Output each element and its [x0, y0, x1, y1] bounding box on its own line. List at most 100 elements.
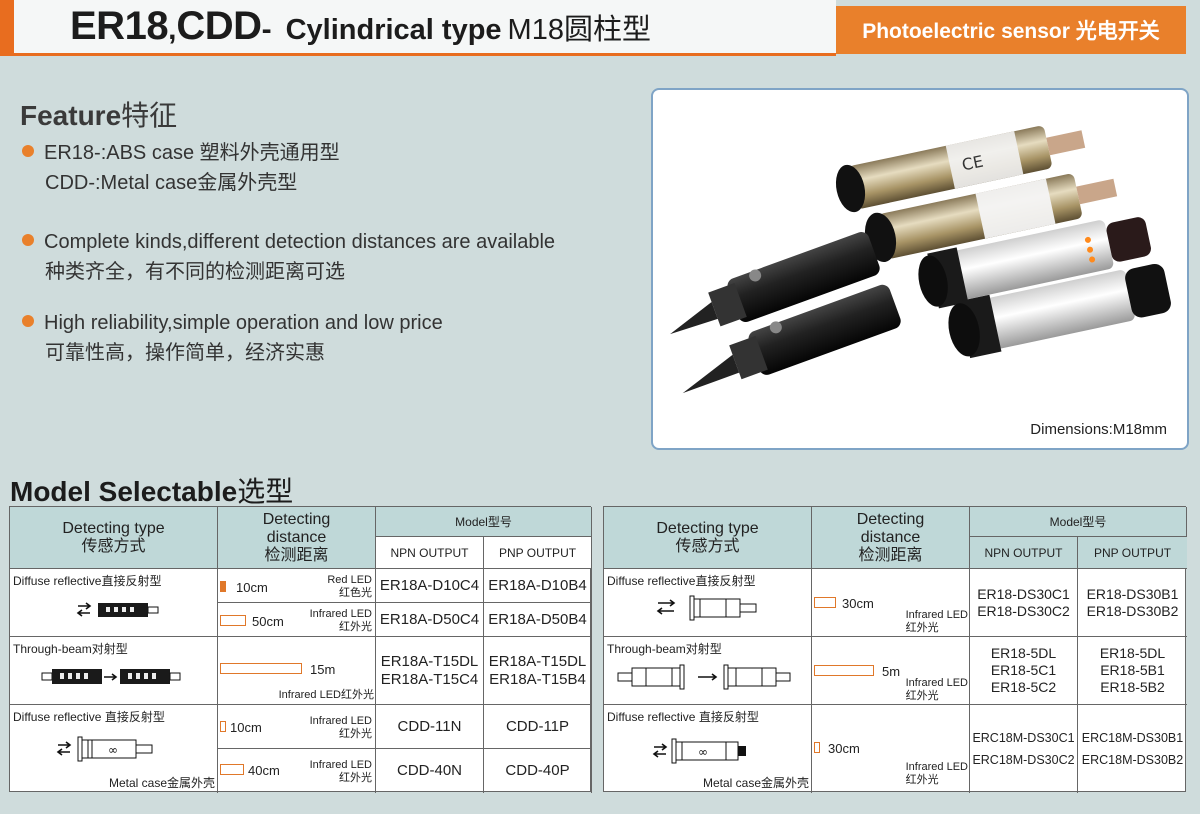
- pnp-model-cell: ER18A-D50B4: [484, 603, 592, 637]
- header-detecting-type-en: Detecting type: [656, 519, 759, 537]
- distance-value: 30cm: [828, 741, 860, 756]
- distance-bar: [814, 665, 874, 676]
- type-label: Through-beam对射型: [607, 642, 722, 656]
- led-line-1: Infrared LED: [309, 715, 372, 727]
- pnp-model: ER18A-T15DL: [488, 652, 587, 670]
- header-model-label: Model型号: [455, 515, 512, 529]
- pnp-model: ER18-5B2: [1100, 679, 1165, 695]
- photo-caption: Dimensions:M18mm: [1030, 421, 1167, 438]
- type-label: Diffuse reflective直接反射型: [607, 574, 756, 588]
- pnp-model-cell: CDD-11P: [484, 705, 592, 749]
- led-line-1: Red LED: [327, 574, 372, 586]
- distance-bar: [220, 764, 244, 775]
- header-pnp: PNP OUTPUT: [484, 537, 592, 569]
- pnp-model: ERC18M-DS30B2: [1081, 753, 1184, 767]
- through-beam-sensor-icon: [41, 669, 181, 684]
- model-heading-cn: 选型: [237, 476, 294, 507]
- header-distance: Detecting distance 检测距离: [812, 507, 970, 569]
- header-distance: Detecting distance 检测距离: [218, 507, 376, 569]
- header-distance-en-2: distance: [266, 528, 327, 546]
- led-line-1: Infrared LED红外光: [278, 689, 374, 701]
- led-line-1: Infrared LED: [905, 761, 968, 773]
- header-model: Model型号: [970, 507, 1187, 537]
- distance-value: 10cm: [230, 720, 262, 735]
- pnp-model: ER18-5DL: [1099, 645, 1166, 661]
- header-npn: NPN OUTPUT: [376, 537, 484, 569]
- led-line-1: Infrared LED: [309, 608, 372, 620]
- led-line-2: 红外光: [905, 690, 939, 702]
- pnp-model: CDD-11P: [505, 717, 570, 735]
- pnp-model: ER18A-D50B4: [488, 610, 587, 628]
- type-label: Diffuse reflective 直接反射型: [607, 710, 759, 724]
- feature-item: ER18-:ABS case 塑料外壳通用型 CDD-:Metal case金属…: [22, 138, 340, 198]
- distance-bar: [220, 581, 226, 592]
- feature-line-2: 种类齐全，有不同的检测距离可选: [45, 261, 345, 283]
- model-heading-en: Model Selectable: [10, 476, 238, 507]
- feature-line-1: ER18-:ABS case 塑料外壳通用型: [44, 142, 340, 164]
- led-line-2: 红外光: [339, 728, 372, 740]
- header-detecting-type-cn: 传感方式: [81, 537, 146, 555]
- feature-heading-en: Feature: [20, 100, 122, 131]
- feature-line-2: CDD-:Metal case金属外壳型: [45, 172, 298, 194]
- sensor-product-illustration: CE: [670, 126, 1171, 394]
- bullet-icon: [22, 234, 34, 246]
- led-line-2: 红外光: [905, 774, 939, 786]
- model-table-right: Detecting type 传感方式 Detecting distance 检…: [603, 506, 1187, 793]
- pnp-model: ER18-DS30B1: [1086, 585, 1179, 602]
- distance-value: 50cm: [252, 614, 284, 629]
- header-distance-en-1: Detecting: [262, 510, 331, 528]
- led-line-2: 红外光: [339, 772, 372, 784]
- header-pnp-label: PNP OUTPUT: [1093, 545, 1172, 560]
- title-dash: -: [261, 13, 272, 46]
- distance-value: 10cm: [236, 580, 268, 595]
- type-cell: Diffuse reflective 直接反射型 ∞ Metal case金属外…: [10, 705, 218, 793]
- led-line-2: 红外光: [339, 621, 372, 633]
- title-model-a: ER18: [70, 4, 169, 48]
- distance-value: 15m: [310, 662, 336, 677]
- distance-bar: [220, 615, 246, 626]
- title-model-b: CDD: [176, 4, 262, 48]
- header-model-label: Model型号: [1049, 515, 1107, 529]
- diffuse-sensor-icon: [656, 595, 757, 621]
- distance-bar: [814, 742, 820, 753]
- header-detecting-type-cn: 传感方式: [675, 537, 740, 555]
- led-line-1: Infrared LED: [905, 609, 968, 621]
- model-table-left: Detecting type 传感方式 Detecting distance 检…: [9, 506, 592, 793]
- title-type-cn: M18圆柱型: [507, 14, 651, 46]
- led-type: Infrared LED红外光: [279, 689, 374, 702]
- header-distance-en-1: Detecting: [856, 510, 925, 528]
- npn-model-cell: ER18A-D10C4: [376, 569, 484, 603]
- npn-model: ER18-DS30C2: [977, 602, 1070, 619]
- pnp-model: ER18A-D10B4: [488, 576, 587, 594]
- header-npn-label: NPN OUTPUT: [984, 545, 1063, 560]
- pnp-model: ER18A-T15B4: [489, 670, 586, 688]
- type-cell: Through-beam对射型: [604, 637, 812, 705]
- type-cell: Through-beam对射型: [10, 637, 218, 705]
- npn-model-cell: ER18A-D50C4: [376, 603, 484, 637]
- npn-model: ERC18M-DS30C1: [972, 731, 1075, 745]
- npn-model: ER18-5C1: [990, 662, 1057, 678]
- distance-value: 30cm: [842, 596, 874, 611]
- metal-case-note: Metal case金属外壳: [702, 776, 809, 790]
- header-detecting-type: Detecting type 传感方式: [604, 507, 812, 569]
- feature-item: Complete kinds,different detection dista…: [22, 227, 555, 287]
- feature-line-1: Complete kinds,different detection dista…: [44, 231, 556, 253]
- type-cell: Diffuse reflective直接反射型: [10, 569, 218, 637]
